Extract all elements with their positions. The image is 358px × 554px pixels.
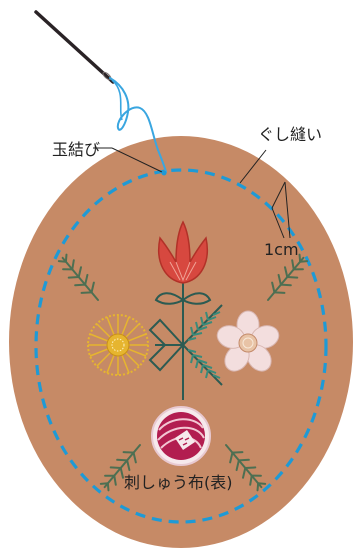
needle-icon — [36, 12, 113, 82]
margin-label: 1cm — [264, 240, 299, 259]
fabric-label: 刺しゅう布(表) — [124, 473, 233, 492]
knot-label: 玉結び — [52, 140, 100, 159]
sunflower-icon — [88, 315, 148, 375]
knot-dot — [162, 171, 167, 176]
yarn-ball-icon — [152, 407, 210, 465]
running-stitch-label: ぐし縫い — [258, 125, 322, 144]
